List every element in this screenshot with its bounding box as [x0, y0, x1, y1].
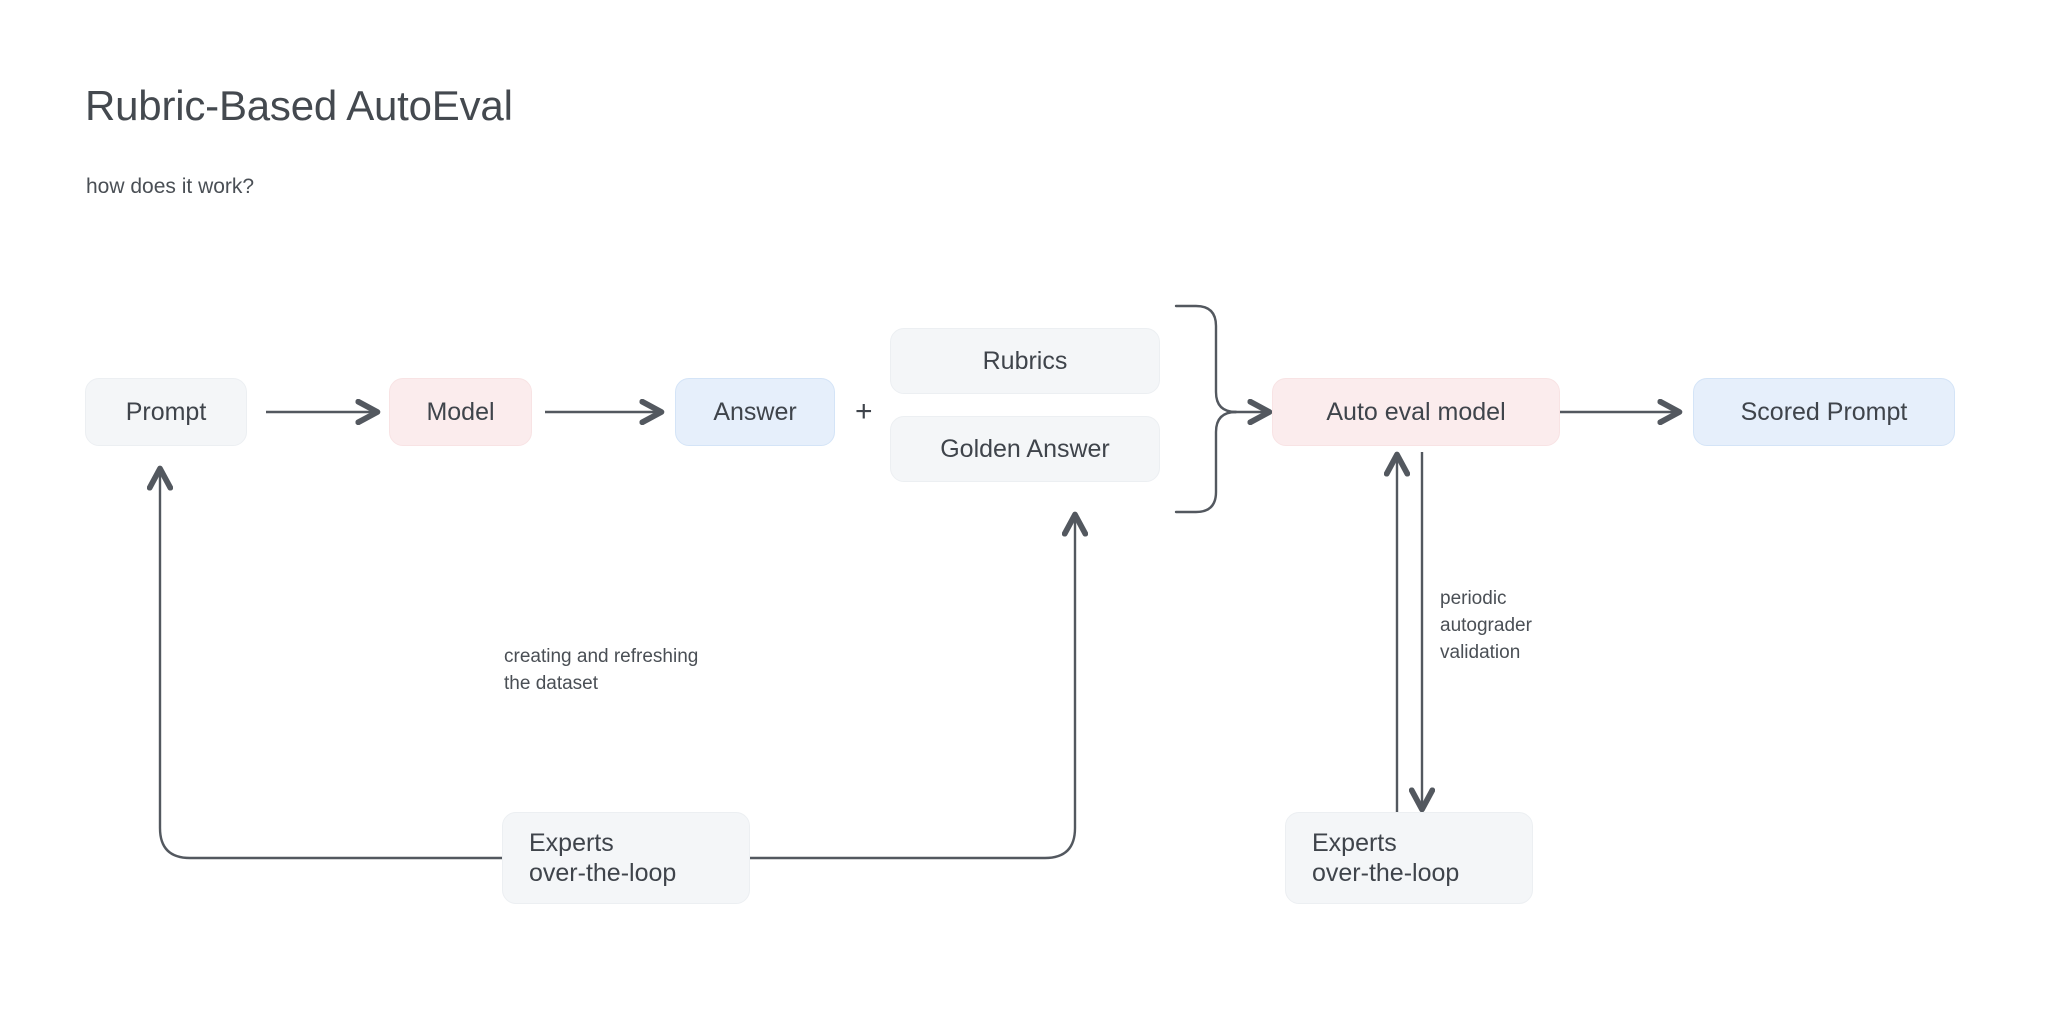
node-answer-label: Answer: [713, 397, 797, 426]
edge-experts-to-prompt: [146, 465, 504, 860]
edge-brace-upper-arm: [1174, 304, 1238, 414]
node-rubrics-label: Rubrics: [982, 346, 1068, 375]
node-rubrics[interactable]: Rubrics: [890, 328, 1160, 394]
node-model-label: Model: [426, 397, 495, 426]
plus-operator: +: [855, 395, 873, 428]
node-answer[interactable]: Answer: [675, 378, 835, 446]
node-golden-answer[interactable]: Golden Answer: [890, 416, 1160, 482]
node-prompt[interactable]: Prompt: [85, 378, 247, 446]
node-scored-prompt[interactable]: Scored Prompt: [1693, 378, 1955, 446]
node-prompt-label: Prompt: [125, 397, 207, 426]
node-experts-left[interactable]: Experts over-the-loop: [502, 812, 750, 904]
page-subtitle: how does it work?: [86, 175, 255, 198]
node-auto-eval-model-label: Auto eval model: [1326, 397, 1506, 426]
edge-brace-lower-arm: [1174, 410, 1238, 514]
caption-dataset: creating and refreshing the dataset: [504, 646, 699, 694]
caption-validation: periodic autograder validation: [1440, 588, 1532, 663]
node-model[interactable]: Model: [389, 378, 532, 446]
node-golden-answer-label: Golden Answer: [940, 434, 1110, 463]
node-auto-eval-model[interactable]: Auto eval model: [1272, 378, 1560, 446]
node-scored-prompt-label: Scored Prompt: [1740, 397, 1908, 426]
node-experts-right-label: Experts over-the-loop: [1312, 828, 1460, 888]
node-experts-left-label: Experts over-the-loop: [529, 828, 677, 888]
edge-experts-to-golden-answer: [748, 511, 1089, 860]
page-title: Rubric-Based AutoEval: [85, 82, 513, 129]
node-experts-right[interactable]: Experts over-the-loop: [1285, 812, 1533, 904]
